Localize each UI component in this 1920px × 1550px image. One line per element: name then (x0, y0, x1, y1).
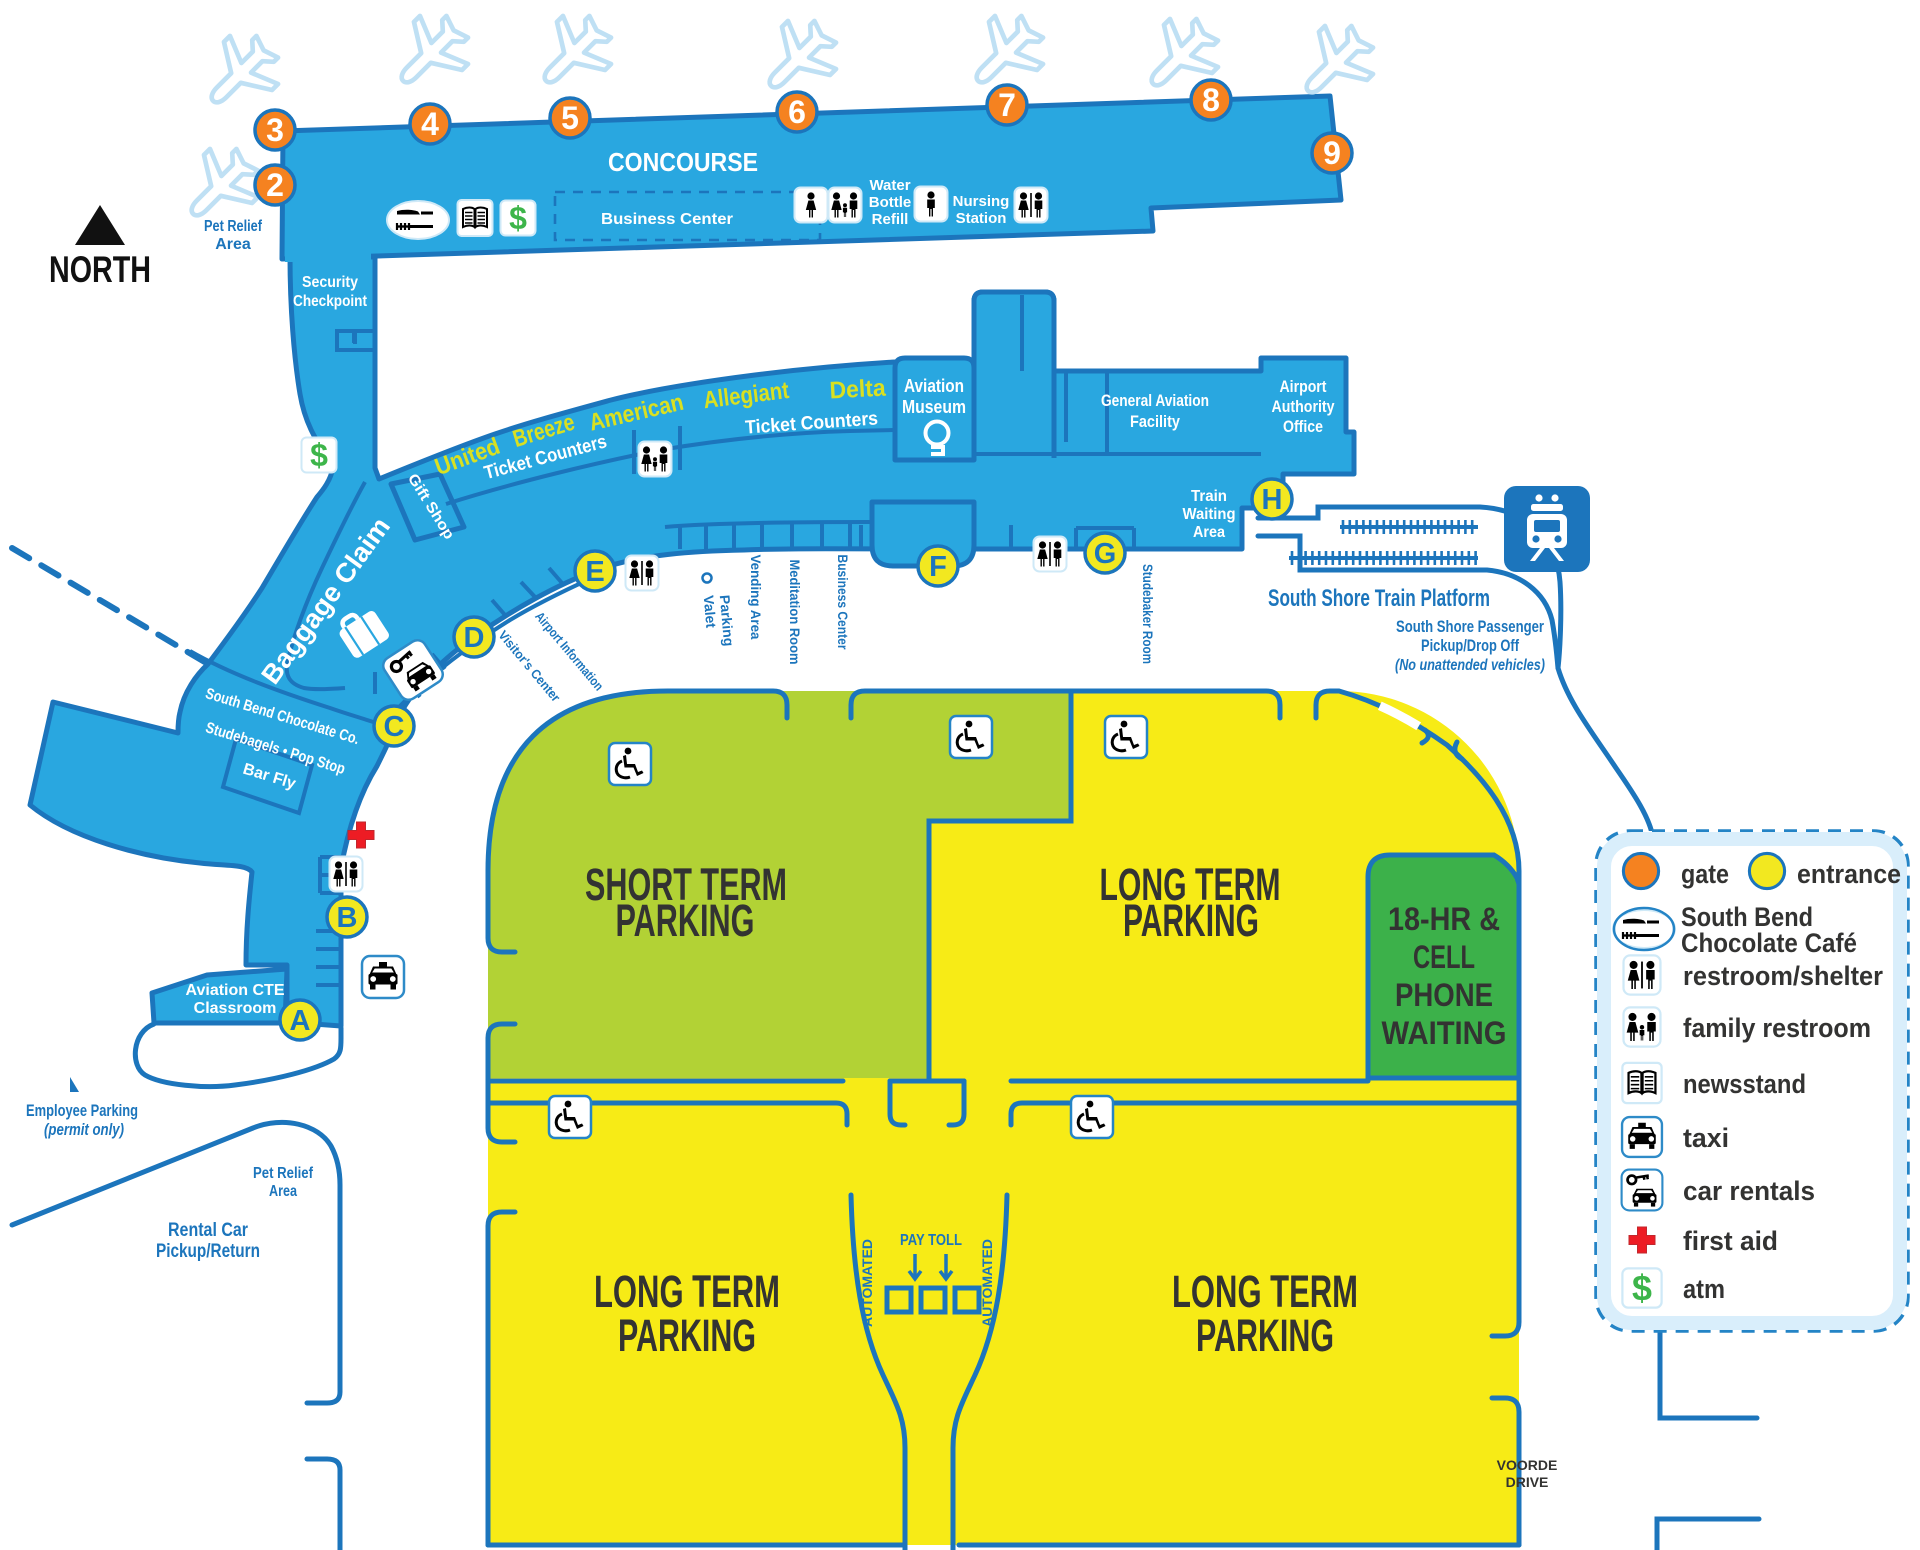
svg-text:Airport: Airport (1280, 377, 1327, 396)
svg-text:atm: atm (1683, 1274, 1725, 1304)
svg-text:9: 9 (1323, 135, 1341, 171)
svg-text:PHONE: PHONE (1395, 977, 1493, 1013)
svg-text:AUTOMATED: AUTOMATED (979, 1239, 995, 1327)
svg-text:Pet Relief: Pet Relief (204, 218, 263, 235)
svg-text:Valet: Valet (701, 595, 720, 629)
svg-text:E: E (585, 556, 604, 588)
svg-text:South Shore Passenger: South Shore Passenger (1396, 617, 1544, 636)
svg-text:restroom/shelter: restroom/shelter (1683, 961, 1883, 991)
svg-text:AUTOMATED: AUTOMATED (859, 1239, 875, 1327)
svg-text:D: D (464, 622, 485, 654)
svg-text:G: G (1094, 538, 1117, 570)
svg-text:Nursing: Nursing (953, 193, 1010, 210)
svg-text:CELL: CELL (1413, 939, 1475, 975)
svg-text:VOORDE: VOORDE (1497, 1457, 1558, 1473)
svg-text:Station: Station (956, 210, 1007, 227)
svg-text:7: 7 (998, 87, 1016, 123)
svg-text:Pickup/Return: Pickup/Return (156, 1241, 260, 1262)
svg-text:PARKING: PARKING (1123, 895, 1259, 946)
svg-text:Security: Security (302, 274, 358, 291)
svg-text:Refill: Refill (872, 211, 909, 228)
svg-text:Pickup/Drop Off: Pickup/Drop Off (1421, 636, 1519, 655)
svg-text:5: 5 (561, 100, 579, 136)
svg-text:Train: Train (1191, 488, 1227, 505)
svg-text:NORTH: NORTH (49, 249, 151, 290)
svg-text:Facility: Facility (1130, 412, 1180, 431)
svg-text:PARKING: PARKING (616, 895, 755, 946)
svg-text:Bottle: Bottle (869, 194, 912, 211)
svg-text:entrance: entrance (1797, 859, 1901, 889)
svg-text:LONG TERM: LONG TERM (1100, 859, 1281, 910)
svg-text:PARKING: PARKING (1196, 1310, 1334, 1361)
svg-text:Employee Parking: Employee Parking (26, 1101, 138, 1120)
svg-text:3: 3 (266, 112, 284, 148)
svg-text:Parking: Parking (717, 594, 737, 647)
svg-text:Chocolate Café: Chocolate Café (1681, 928, 1857, 958)
svg-text:family restroom: family restroom (1683, 1013, 1871, 1043)
svg-text:Waiting: Waiting (1183, 506, 1236, 523)
svg-text:Meditation Room: Meditation Room (787, 560, 803, 665)
svg-text:Water: Water (869, 177, 910, 194)
svg-text:LONG TERM: LONG TERM (594, 1266, 780, 1317)
svg-text:PARKING: PARKING (618, 1310, 756, 1361)
svg-text:B: B (337, 902, 358, 934)
svg-text:18-HR &: 18-HR & (1388, 901, 1500, 937)
svg-text:PAY TOLL: PAY TOLL (900, 1232, 962, 1249)
svg-text:Aviation CTE: Aviation CTE (186, 982, 285, 999)
svg-text:Vending Area: Vending Area (748, 555, 764, 640)
svg-text:General Aviation: General Aviation (1101, 391, 1209, 410)
svg-text:(permit only): (permit only) (44, 1120, 124, 1139)
svg-text:A: A (290, 1005, 311, 1037)
svg-text:(No unattended vehicles): (No unattended vehicles) (1395, 657, 1545, 674)
svg-text:F: F (929, 551, 947, 583)
svg-text:car rentals: car rentals (1683, 1176, 1815, 1206)
svg-text:Studebaker Room: Studebaker Room (1140, 564, 1156, 664)
svg-text:Authority: Authority (1272, 397, 1335, 416)
svg-text:Museum: Museum (902, 397, 966, 417)
svg-text:Area: Area (215, 236, 251, 253)
svg-text:Area: Area (1193, 524, 1225, 541)
svg-text:LONG TERM: LONG TERM (1172, 1266, 1358, 1317)
svg-text:South Bend: South Bend (1681, 902, 1813, 932)
svg-text:Office: Office (1283, 417, 1323, 436)
svg-text:Delta: Delta (829, 375, 887, 405)
svg-text:CONCOURSE: CONCOURSE (608, 147, 758, 177)
svg-text:H: H (1262, 484, 1283, 516)
svg-text:newsstand: newsstand (1683, 1069, 1806, 1099)
svg-text:Checkpoint: Checkpoint (293, 293, 368, 310)
svg-text:DRIVE: DRIVE (1506, 1474, 1549, 1490)
svg-text:C: C (384, 711, 405, 743)
svg-text:Rental Car: Rental Car (168, 1220, 249, 1241)
svg-text:WAITING: WAITING (1382, 1015, 1507, 1051)
svg-text:SHORT TERM: SHORT TERM (585, 859, 787, 910)
svg-text:Business Center: Business Center (601, 211, 733, 228)
svg-text:2: 2 (266, 167, 284, 203)
svg-text:gate: gate (1681, 859, 1729, 889)
svg-text:taxi: taxi (1683, 1123, 1729, 1153)
svg-text:6: 6 (788, 94, 806, 130)
svg-text:Business Center: Business Center (835, 555, 851, 650)
svg-text:South Shore Train Platform: South Shore Train Platform (1268, 585, 1490, 612)
svg-text:Classroom: Classroom (194, 1000, 277, 1017)
svg-text:Aviation: Aviation (904, 376, 964, 396)
svg-text:8: 8 (1202, 82, 1220, 118)
svg-text:Pet Relief: Pet Relief (253, 1165, 314, 1182)
svg-text:first aid: first aid (1683, 1226, 1778, 1256)
svg-text:Area: Area (269, 1183, 297, 1200)
svg-text:4: 4 (421, 106, 439, 142)
